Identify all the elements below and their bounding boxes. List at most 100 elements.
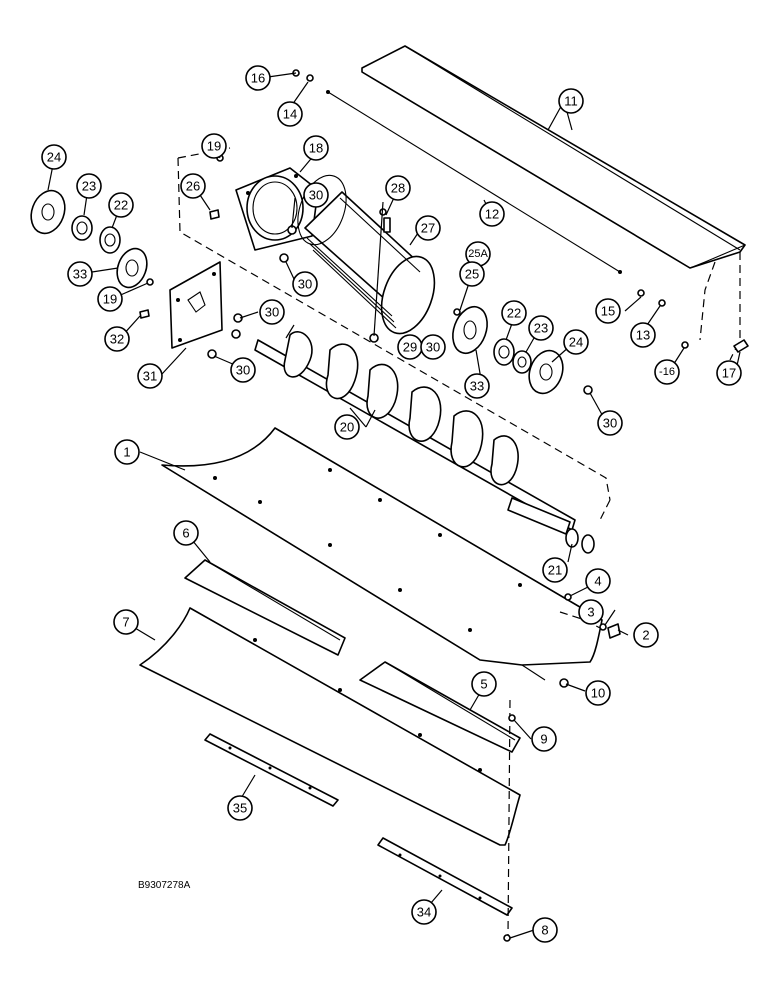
svg-text:14: 14	[283, 107, 297, 122]
callout-10: 10	[585, 680, 611, 706]
svg-text:30: 30	[309, 188, 323, 203]
svg-text:30: 30	[603, 416, 617, 431]
callout-12: 12	[479, 201, 505, 227]
svg-text:19: 19	[207, 139, 221, 154]
callout-2: 2	[633, 622, 659, 648]
svg-text:34: 34	[417, 905, 431, 920]
fastener-line-8-9	[507, 699, 511, 936]
callout-21: 21	[542, 557, 568, 583]
callout-27: 27	[415, 215, 441, 241]
svg-text:25A: 25A	[468, 248, 488, 260]
svg-text:24: 24	[569, 335, 583, 350]
svg-text:30: 30	[265, 305, 279, 320]
svg-text:3: 3	[587, 605, 594, 620]
bearing-stack-right	[452, 305, 564, 395]
callout-1: 1	[114, 439, 140, 465]
callout-26: 26	[180, 173, 206, 199]
callout-6: 6	[173, 520, 199, 546]
svg-text:32: 32	[110, 332, 124, 347]
svg-text:17: 17	[722, 366, 736, 381]
callout-30-b: 30	[292, 271, 318, 297]
figure-reference: B9307278A	[138, 880, 191, 891]
callout-30-d: 30	[230, 357, 256, 383]
small-hardware	[139, 69, 749, 942]
callout-20: 20	[334, 414, 360, 440]
callout-22-left: 22	[108, 192, 134, 218]
rings-part-21	[565, 528, 595, 554]
svg-text:20: 20	[340, 420, 354, 435]
callout-14: 14	[277, 101, 303, 127]
svg-text:33: 33	[470, 379, 484, 394]
svg-text:15: 15	[601, 304, 615, 319]
drum-part-27	[297, 174, 436, 335]
svg-text:9: 9	[540, 732, 547, 747]
callout-19-left: 19	[97, 286, 123, 312]
callout-29: 29	[397, 334, 423, 360]
callout-19-top: 19	[201, 133, 227, 159]
bearing-stack-left	[30, 189, 148, 289]
callout-25: 25	[459, 261, 485, 287]
strip-part-6	[184, 559, 346, 656]
callout-11: 11	[558, 88, 584, 114]
svg-text:24: 24	[47, 150, 61, 165]
svg-text:33: 33	[73, 267, 87, 282]
svg-text:16: 16	[251, 71, 265, 86]
callout-15: 15	[595, 298, 621, 324]
callout-4: 4	[585, 568, 611, 594]
callout-34: 34	[411, 899, 437, 925]
callout-23-right: 23	[528, 315, 554, 341]
housing-part-18	[235, 167, 319, 251]
svg-text:7: 7	[122, 615, 129, 630]
callout-16-top: 16	[245, 65, 271, 91]
strip-part-35	[204, 733, 339, 807]
svg-text:25: 25	[465, 267, 479, 282]
svg-text:11: 11	[564, 94, 578, 109]
svg-text:27: 27	[421, 221, 435, 236]
plate-part-31	[169, 261, 223, 349]
strip-part-5	[359, 661, 521, 753]
svg-text:8: 8	[541, 923, 548, 938]
svg-text:35: 35	[233, 801, 247, 816]
callout-17: 17	[716, 360, 742, 386]
svg-text:12: 12	[485, 207, 499, 222]
callout-24-left: 24	[41, 144, 67, 170]
svg-text:19: 19	[103, 292, 117, 307]
callout-18: 18	[303, 135, 329, 161]
callout-16-right: -16	[654, 359, 680, 385]
callout-30-c: 30	[259, 299, 285, 325]
callout-35: 35	[227, 795, 253, 821]
callout-30-a: 30	[303, 182, 329, 208]
svg-text:-16: -16	[659, 366, 675, 378]
svg-text:30: 30	[236, 363, 250, 378]
rod-part-12	[326, 90, 622, 274]
svg-text:13: 13	[636, 328, 650, 343]
callout-3: 3	[578, 599, 604, 625]
strip-part-34	[377, 837, 513, 916]
svg-text:30: 30	[298, 277, 312, 292]
callout-28: 28	[385, 175, 411, 201]
svg-text:2: 2	[642, 628, 649, 643]
auger-part-20	[254, 331, 576, 535]
callout-7: 7	[113, 609, 139, 635]
callout-32: 32	[104, 326, 130, 352]
callout-13: 13	[630, 322, 656, 348]
callout-22-right: 22	[501, 300, 527, 326]
svg-text:22: 22	[114, 198, 128, 213]
callout-9: 9	[531, 726, 557, 752]
callout-5: 5	[471, 671, 497, 697]
svg-text:28: 28	[391, 181, 405, 196]
callout-25a: 25A	[465, 241, 491, 267]
callout-8: 8	[532, 917, 558, 943]
svg-text:5: 5	[480, 677, 487, 692]
callout-30-f: 30	[597, 410, 623, 436]
svg-text:10: 10	[591, 686, 605, 701]
trough-part-1	[161, 427, 603, 681]
callout-23-left: 23	[76, 173, 102, 199]
top-cover-part-11	[361, 45, 746, 269]
svg-text:23: 23	[82, 179, 96, 194]
svg-text:30: 30	[426, 340, 440, 355]
svg-text:23: 23	[534, 321, 548, 336]
svg-text:22: 22	[507, 306, 521, 321]
svg-text:29: 29	[403, 340, 417, 355]
